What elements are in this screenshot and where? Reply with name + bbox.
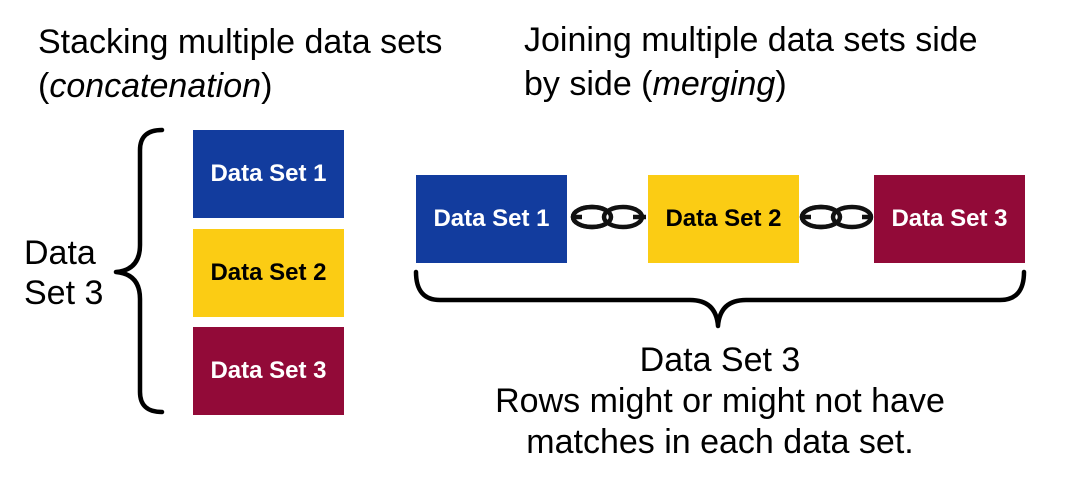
stack-brace — [113, 127, 165, 415]
merged-data-set-1-box: Data Set 1 — [416, 175, 567, 263]
concatenation-heading-line1: Stacking multiple data sets — [38, 23, 443, 61]
merged-result-title: Data Set 3 — [639, 341, 801, 379]
merging-heading: Joining multiple data sets side by side … — [524, 18, 978, 106]
chain-link-icon — [799, 204, 874, 230]
merged-data-set-2-box: Data Set 2 — [648, 175, 799, 263]
merge-brace — [413, 269, 1027, 329]
concatenation-term: concatenation — [49, 67, 262, 105]
merging-heading-line1: Joining multiple data sets side — [524, 21, 978, 59]
merged-data-set-3-box: Data Set 3 — [874, 175, 1025, 263]
stacked-data-set-3-box: Data Set 3 — [193, 327, 344, 415]
stacked-data-set-1-box: Data Set 1 — [193, 130, 344, 218]
merged-result-note-line2: matches in each data set. — [526, 423, 914, 461]
merging-heading-prefix: by side ( — [524, 65, 653, 103]
merged-result-caption: Data Set 3 Rows might or might not have … — [430, 340, 1010, 463]
stacked-result-label: Data Set 3 — [24, 233, 114, 313]
stacked-result-label-line1: Data — [24, 234, 96, 272]
stacked-data-set-2-box: Data Set 2 — [193, 229, 344, 317]
concatenation-heading-line2: (concatenation) — [38, 64, 442, 108]
stacked-result-label-line2: Set 3 — [24, 274, 104, 312]
merging-term: merging — [652, 65, 776, 103]
concatenation-heading-open: ( — [38, 67, 50, 105]
merging-heading-line2: by side (merging) — [524, 62, 978, 106]
merging-heading-close: ) — [775, 65, 787, 103]
merged-result-note-line1: Rows might or might not have — [495, 382, 945, 420]
concatenation-heading-close: ) — [261, 67, 273, 105]
chain-link-icon — [570, 204, 646, 230]
concatenation-heading: Stacking multiple data sets (concatenati… — [38, 20, 442, 108]
